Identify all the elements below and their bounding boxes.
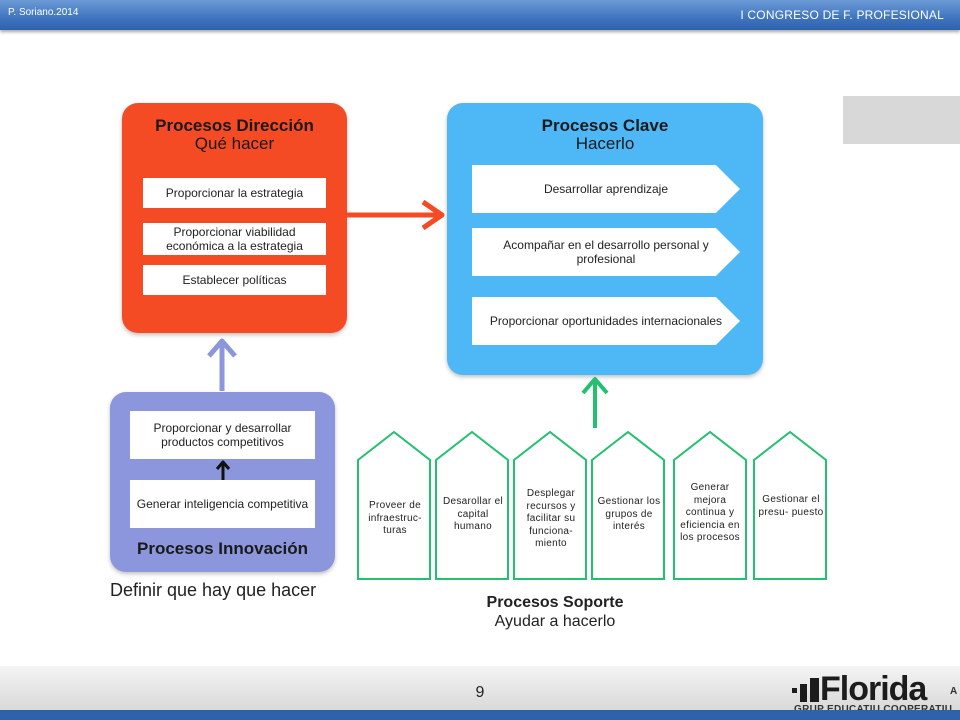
innovacion-to-direccion-arrow	[207, 338, 237, 391]
soporte-shape	[753, 430, 827, 580]
soporte-item: Desplegar recursos y facilitar su funcio…	[526, 488, 576, 549]
direccion-item: Proporcionar viabilidad económica a la e…	[143, 223, 326, 255]
clave-item: Acompañar en el desarrollo personal y pr…	[472, 228, 740, 276]
soporte-shape	[435, 430, 509, 580]
direccion-title: Procesos Dirección	[155, 116, 314, 135]
footer-bar	[0, 710, 960, 720]
soporte-subtitle: Ayudar a hacerlo	[494, 613, 616, 630]
direccion-subtitle: Qué hacer	[194, 134, 275, 153]
innovacion-title: Procesos Innovación	[137, 539, 308, 558]
gray-block	[843, 96, 960, 144]
soporte-item: Desarollar el capital humano	[442, 496, 504, 532]
soporte-item: Gestionar los grupos de interés	[597, 496, 661, 532]
soporte-shape	[357, 430, 431, 580]
soporte-shape	[513, 430, 587, 580]
direccion-panel: Procesos Dirección Qué hacer Proporciona…	[122, 103, 347, 333]
clave-panel: Procesos Clave Hacerlo Desarrollar apren…	[447, 103, 763, 375]
soporte-to-clave-arrow	[581, 377, 609, 428]
logo-mark-icon	[792, 678, 819, 702]
clave-item: Desarrollar aprendizaje	[472, 165, 740, 213]
logo-side-letter: A	[950, 686, 958, 697]
soporte-shapes	[357, 430, 827, 580]
soporte-item: Generar mejora continua y eficiencia en …	[680, 482, 740, 543]
clave-subtitle: Hacerlo	[575, 134, 635, 153]
innovacion-item: Generar inteligencia competitiva	[130, 480, 315, 528]
innovacion-item: Proporcionar y desarrollar productos com…	[130, 411, 315, 459]
page-number: 9	[475, 684, 485, 701]
author-label: P. Soriano.2014	[8, 7, 79, 18]
direccion-item: Proporcionar la estrategia	[143, 178, 326, 208]
direccion-to-clave-arrow	[347, 199, 445, 231]
soporte-item: Proveer de infraestruc- turas	[368, 500, 422, 536]
clave-title: Procesos Clave	[541, 116, 669, 135]
soporte-shape	[673, 430, 747, 580]
logo-word: Florida	[820, 670, 927, 708]
innovacion-inner-arrow	[215, 460, 231, 480]
header-bar: P. Soriano.2014 I CONGRESO DE F. PROFESI…	[0, 0, 960, 30]
direccion-item: Establecer políticas	[143, 265, 326, 295]
logo-subtitle: GRUP EDUCATIU COOPERATIU	[794, 704, 952, 715]
soporte-title: Procesos Soporte	[486, 594, 624, 611]
innovacion-panel: Proporcionar y desarrollar productos com…	[110, 392, 335, 572]
innovacion-caption: Definir que hay que hacer	[110, 580, 317, 600]
congress-title: I CONGRESO DE F. PROFESIONAL	[740, 8, 944, 22]
clave-item: Proporcionar oportunidades internacional…	[472, 297, 740, 345]
florida-logo: Florida A GRUP EDUCATIU COOPERATIU	[790, 668, 960, 720]
soporte-item: Gestionar el presu- puesto	[758, 494, 824, 518]
soporte-shape	[591, 430, 665, 580]
